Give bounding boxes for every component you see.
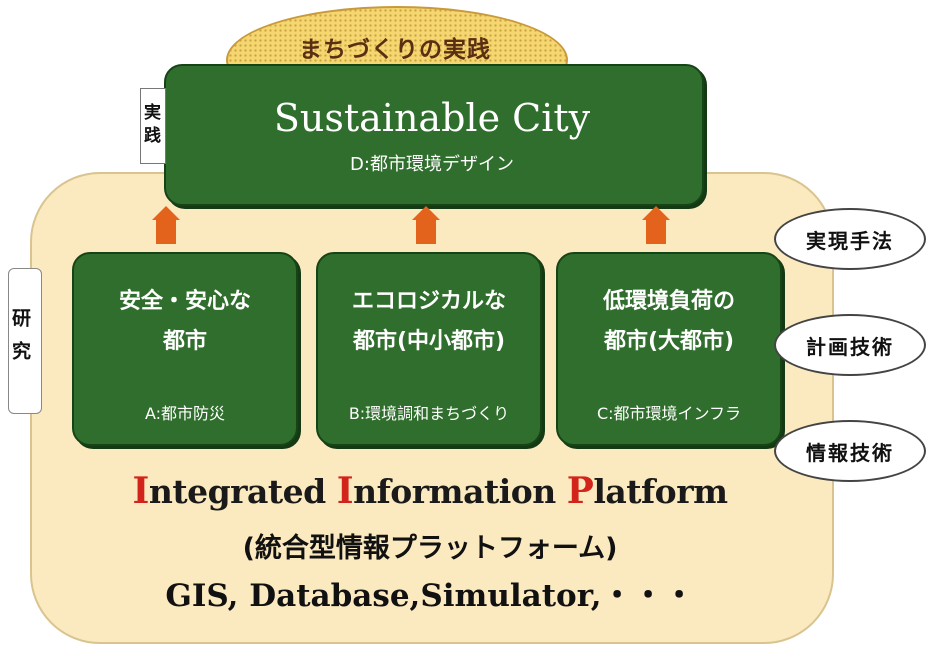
platform-cap-3: P [566,470,594,512]
arrow-head [412,206,440,220]
practice-tag-text: 実践 [140,103,160,149]
arrow-stem [416,220,436,244]
platform-tools: GIS, Database,Simulator,・・・ [165,578,695,614]
platform-word-2: nformation [353,472,567,511]
platform-cap-1: I [132,470,150,512]
platform-title: Integrated Information Platform [40,470,820,512]
platform-word-3: latform [593,472,728,511]
method-oval-realization: 実現手法 [774,208,926,270]
platform-japanese: (統合型情報プラットフォーム) [242,533,618,564]
card-low-impact: 低環境負荷の 都市(大都市) C:都市環境インフラ [556,252,782,446]
card-safety: 安全・安心な 都市 A:都市防災 [72,252,298,446]
card-title: 低環境負荷の 都市(大都市) [602,289,735,354]
card-title: エコロジカルな 都市(中小都市) [351,289,506,354]
research-tag-text: 研究 [9,308,31,374]
arrow-stem [646,220,666,244]
card-subtitle: C:都市環境インフラ [596,404,742,423]
arrow-head [642,206,670,220]
card-subtitle: A:都市防災 [144,404,226,423]
platform-cap-2: I [336,470,354,512]
card-subtitle: B:環境調和まちづくり [348,404,510,423]
arrow-stem [156,220,176,244]
practice-tag: 実践 [140,88,166,164]
platform-word-1: ntegrated [148,472,337,511]
practice-oval-label: まちづくりの実践 [299,37,491,63]
method-oval-information: 情報技術 [774,420,926,482]
arrow-up-b [412,206,440,244]
card-title: 安全・安心な 都市 [118,289,251,354]
city-subtitle: D:都市環境デザイン [350,154,514,175]
arrow-up-a [152,206,180,244]
sustainable-city-box [164,64,704,206]
city-title: Sustainable City [273,96,591,140]
arrow-up-c [642,206,670,244]
arrow-head [152,206,180,220]
method-oval-planning: 計画技術 [774,314,926,376]
research-tag: 研究 [8,268,42,414]
card-ecological: エコロジカルな 都市(中小都市) B:環境調和まちづくり [316,252,542,446]
